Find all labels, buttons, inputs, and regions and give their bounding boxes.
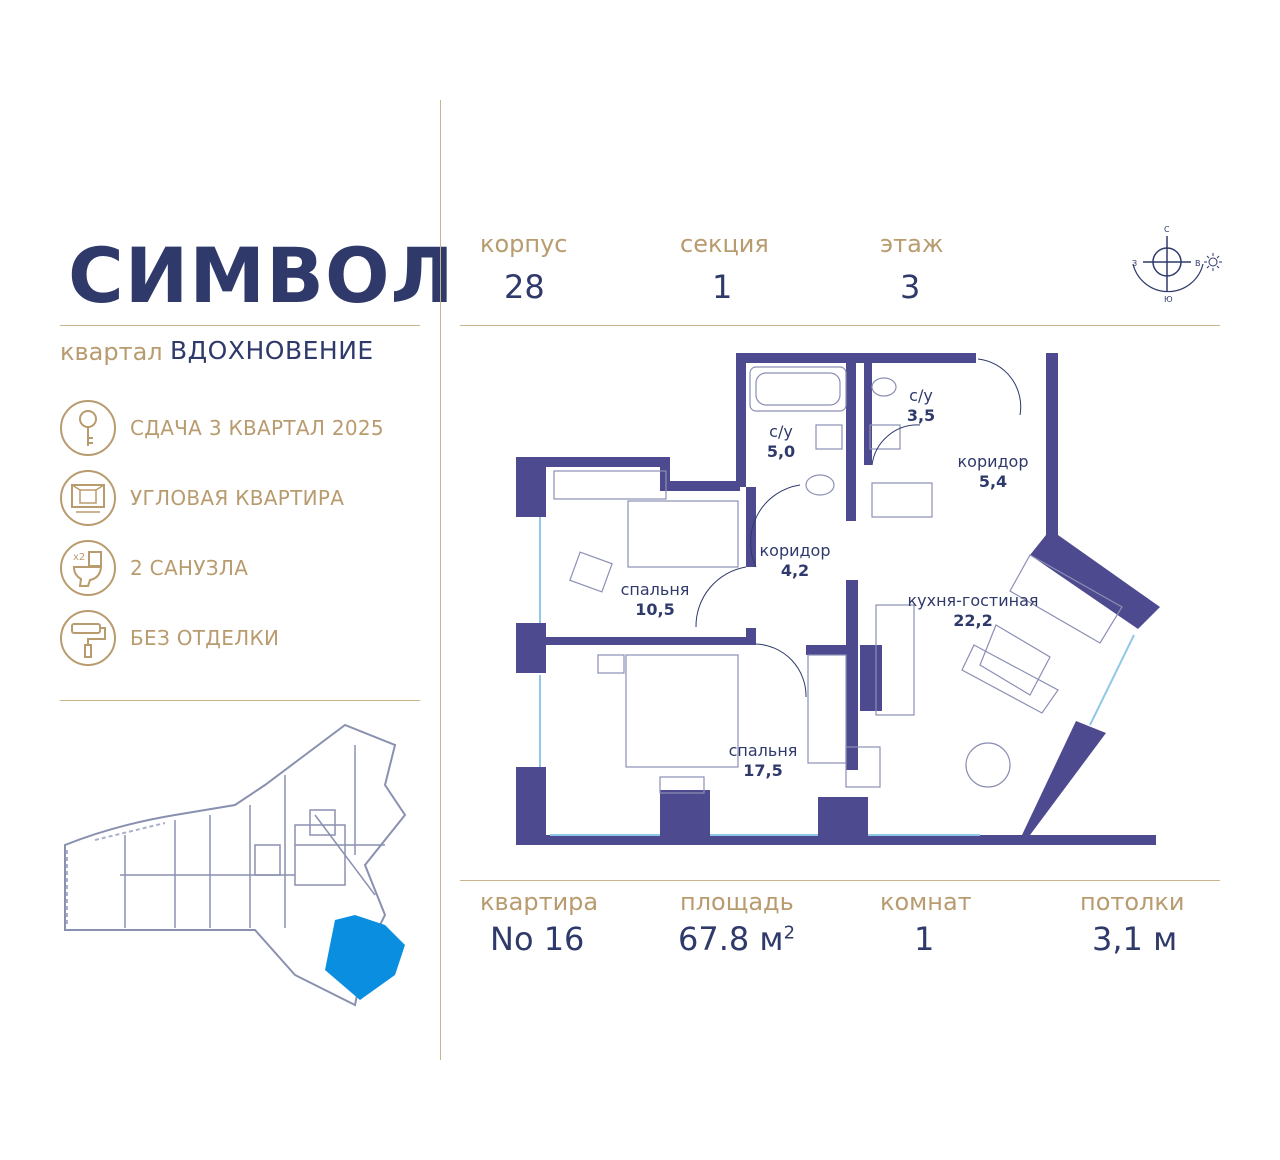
area-value: 67.8 м2 [678,920,795,958]
compass-icon: С З В Ю [1132,225,1222,304]
room-area: 22,2 [953,611,993,630]
ceilings-label: потолки [1080,888,1185,916]
room-name: спальня [728,741,798,760]
room-area: 17,5 [743,761,783,780]
apartment-label: квартира [480,888,599,916]
divider [460,880,1220,881]
area-unit-sup: 2 [783,922,796,944]
toilet-icon: x2 [60,540,116,596]
divider [60,700,420,701]
badge-text: x2 [73,552,85,563]
section-label: секция [680,230,769,258]
area-label: площадь [680,888,794,916]
floor-plan [516,353,1160,845]
divider [60,325,420,326]
vertical-divider [440,100,441,1060]
district-name: ВДОХНОВЕНИЕ [170,336,374,365]
building-key-plan [64,723,407,1007]
building-value: 28 [504,268,545,306]
room-name: кухня-гостиная [907,591,1039,610]
feature-label: СДАЧА 3 КВАРТАЛ 2025 [130,416,384,440]
feature-corner: УГЛОВАЯ КВАРТИРА [60,470,420,530]
apartment-highlight [325,915,405,1000]
feature-label: БЕЗ ОТДЕЛКИ [130,626,280,650]
feature-label: УГЛОВАЯ КВАРТИРА [130,486,345,510]
compass-north: С [1164,225,1170,234]
room-name: коридор [759,541,831,560]
district-label: квартал [60,338,163,366]
feature-label: 2 САНУЗЛА [130,556,249,580]
ceilings-value: 3,1 м [1092,920,1178,958]
compass-east: В [1195,259,1201,268]
apartment-value: No 16 [490,920,585,958]
floor-label: этаж [880,230,944,258]
feature-completion: СДАЧА 3 КВАРТАЛ 2025 [60,400,420,460]
key-icon [60,400,116,456]
room-area: 5,0 [766,442,796,461]
room-name: коридор [957,452,1029,471]
feature-bathrooms: x2 2 САНУЗЛА [60,540,420,600]
section-value: 1 [712,268,733,306]
compass-west: З [1132,259,1137,268]
room-area: 3,5 [906,406,936,425]
brand-logo: СИМВОЛ [68,231,455,320]
rooms-label: комнат [880,888,972,916]
room-name: с/у [909,386,933,405]
paint-roller-icon [60,610,116,666]
feature-finish: БЕЗ ОТДЕЛКИ [60,610,420,670]
corner-window-icon [60,470,116,526]
room-name: с/у [769,422,793,441]
room-area: 5,4 [978,472,1008,491]
compass-south: Ю [1164,295,1173,304]
sun-icon [1204,253,1222,271]
divider [460,325,1220,326]
floor-value: 3 [900,268,921,306]
area-number: 67.8 м [678,920,784,958]
room-area: 10,5 [635,600,675,619]
building-label: корпус [480,230,568,258]
rooms-value: 1 [914,920,935,958]
room-area: 4,2 [780,561,810,580]
room-name: спальня [620,580,690,599]
